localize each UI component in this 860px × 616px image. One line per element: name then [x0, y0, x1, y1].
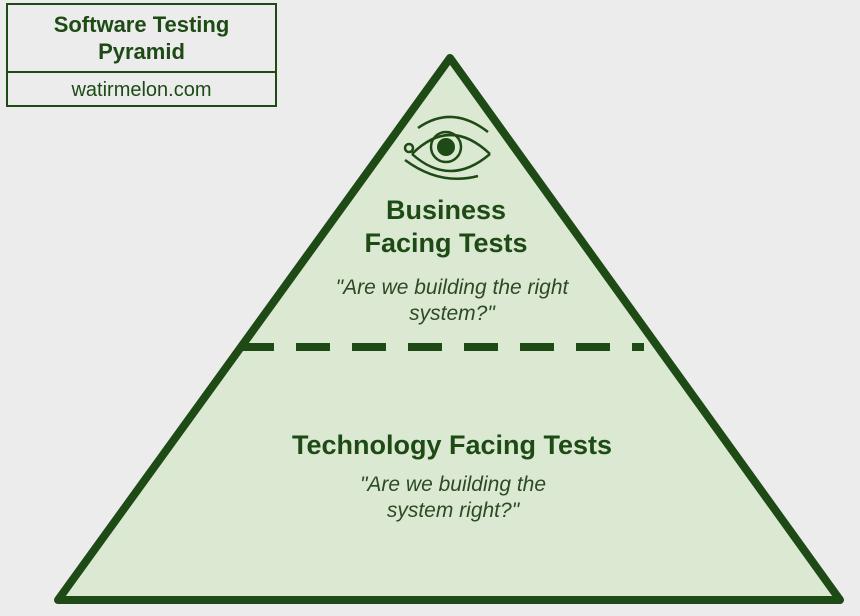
- business-heading-line-1: Business: [385, 195, 507, 225]
- business-question-line-2: system?": [409, 302, 495, 325]
- title-box: Software Testing Pyramid watirmelon.com: [6, 3, 277, 107]
- technology-question-line-1: "Are we building the: [359, 473, 547, 496]
- title-line-1: Software Testing: [53, 12, 230, 37]
- title-line-2: Pyramid: [98, 39, 185, 64]
- site-link: watirmelon.com: [71, 78, 212, 101]
- technology-question-line-2: system right?": [386, 499, 520, 522]
- eye-icon: [403, 115, 491, 180]
- technology-facing-heading: Technology Facing Tests: [291, 430, 613, 460]
- business-facing-heading: Business Facing Tests: [0, 194, 860, 260]
- business-facing-question: "Are we building the right system?": [0, 275, 860, 327]
- diagram-title: Software Testing Pyramid: [8, 5, 275, 73]
- business-question-line-1: "Are we building the right: [335, 276, 569, 299]
- technology-facing-question: "Are we building the system right?": [0, 472, 860, 524]
- pyramid-triangle: [54, 54, 844, 604]
- business-heading-line-2: Facing Tests: [364, 228, 528, 258]
